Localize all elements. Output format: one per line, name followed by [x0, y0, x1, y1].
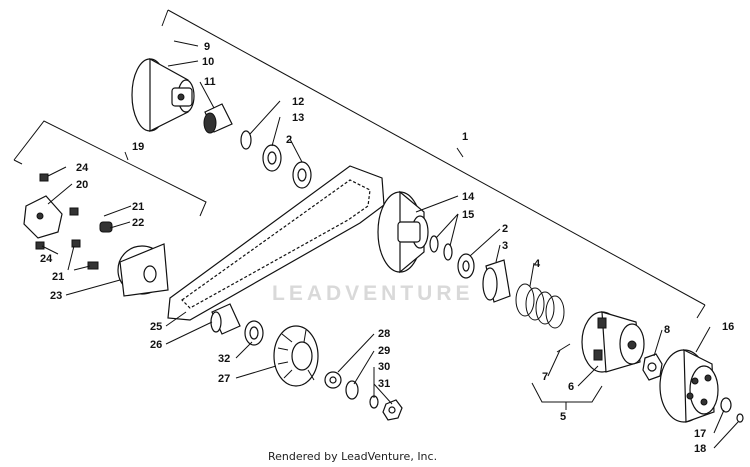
- bracket-assembly-5: [531, 382, 603, 410]
- callout-8: 8: [664, 324, 670, 336]
- callout-29: 29: [378, 345, 390, 357]
- sleeve-26: [210, 303, 241, 335]
- callout-labels: 1 2 2 3 4 5 6 7 8 9 10 11 12 13 14 15 16…: [40, 41, 734, 455]
- callout-32: 32: [218, 353, 230, 365]
- callout-27: 27: [218, 373, 230, 385]
- callout-21a: 21: [132, 201, 144, 213]
- drive-face-27: [273, 325, 319, 387]
- leader-lines: [41, 40, 739, 449]
- weight-assembly: [23, 173, 113, 270]
- bearing-13: [262, 144, 282, 172]
- callout-1: 1: [462, 131, 468, 143]
- fixed-driven-face: [377, 190, 429, 274]
- nut-31: [382, 399, 403, 421]
- callout-30: 30: [378, 361, 390, 373]
- bushing-2-top: [292, 161, 312, 189]
- drive-belt: [167, 165, 385, 321]
- callout-14: 14: [462, 191, 475, 203]
- nut-8: [642, 353, 663, 381]
- callout-25: 25: [150, 321, 162, 333]
- washer-nut-17-18: [720, 397, 744, 423]
- callout-24a: 24: [76, 162, 89, 174]
- callout-21b: 21: [52, 271, 64, 283]
- callout-2a: 2: [286, 134, 292, 146]
- watermark: LEADVENTURE: [272, 282, 474, 305]
- bushing-2-right: [457, 253, 475, 279]
- washer-29: [345, 380, 359, 400]
- callout-5: 5: [560, 411, 566, 423]
- callout-16: 16: [722, 321, 734, 333]
- callout-18: 18: [694, 443, 706, 455]
- callout-6: 6: [568, 381, 574, 393]
- callout-13: 13: [292, 112, 304, 124]
- callout-22: 22: [132, 217, 144, 229]
- callout-19: 19: [132, 141, 144, 153]
- callout-7: 7: [542, 371, 548, 383]
- clutch-housing: [659, 349, 719, 423]
- callout-20: 20: [76, 179, 88, 191]
- bracket-assembly-19: [13, 120, 207, 217]
- snap-ring-12: [240, 130, 252, 150]
- washers-15: [429, 235, 453, 261]
- star-washer-28: [324, 371, 342, 389]
- callout-3: 3: [502, 240, 508, 252]
- washer-32: [244, 320, 264, 346]
- bracket-assembly-1: [161, 9, 706, 319]
- credit-text: Rendered by LeadVenture, Inc.: [268, 450, 437, 463]
- pin-7: [556, 343, 571, 353]
- spring-4: [515, 283, 565, 329]
- clutch-assembly: [581, 311, 645, 373]
- callout-12: 12: [292, 96, 304, 108]
- movable-drive-face: [131, 57, 195, 132]
- callout-15: 15: [462, 209, 474, 221]
- callout-10: 10: [202, 56, 214, 68]
- callout-26: 26: [150, 339, 162, 351]
- roller-bearing: [203, 103, 233, 134]
- callout-2b: 2: [502, 223, 508, 235]
- callout-17: 17: [694, 428, 706, 440]
- callout-23: 23: [50, 290, 62, 302]
- ramp-plate-23: [117, 243, 169, 297]
- callout-31: 31: [378, 378, 390, 390]
- callout-11: 11: [204, 76, 216, 88]
- callout-9: 9: [204, 41, 210, 53]
- callout-4: 4: [534, 258, 541, 270]
- collar-3: [482, 259, 511, 303]
- callout-24b: 24: [40, 253, 53, 265]
- callout-28: 28: [378, 328, 390, 340]
